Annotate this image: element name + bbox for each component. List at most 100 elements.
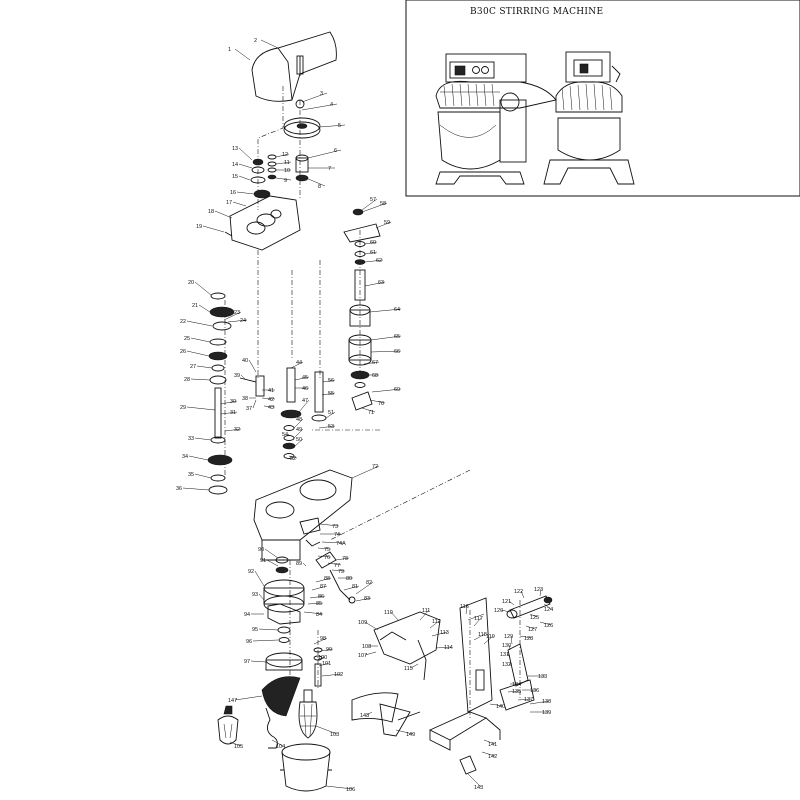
- part-number-label: 81: [352, 584, 358, 590]
- part-number-label: 142: [488, 754, 497, 760]
- part-number-label: 102: [334, 672, 343, 678]
- callout-leader: [419, 609, 430, 621]
- callout-leader: [302, 562, 307, 567]
- part-number-label: 6: [334, 148, 337, 154]
- part-number-label: 14: [232, 162, 238, 168]
- part-number-label: 54: [282, 432, 288, 438]
- part-number-label: 110: [384, 610, 393, 616]
- callout-leader: [301, 92, 328, 103]
- callout-leader: [375, 221, 392, 229]
- part-number-label: 128: [524, 636, 533, 642]
- callout-leader: [307, 602, 324, 605]
- part-number-label: 60: [370, 240, 376, 246]
- callout-leader: [275, 153, 290, 158]
- middle-shafts: [239, 367, 327, 459]
- part-number-label: 49: [296, 427, 302, 433]
- callout-leader: [258, 593, 265, 601]
- callout-leader: [232, 201, 247, 207]
- part-number-label: 137: [524, 697, 533, 703]
- part-number-label: 62: [376, 258, 382, 264]
- callout-leader: [264, 548, 279, 559]
- part-number-label: 149: [406, 732, 415, 738]
- callout-leader: [325, 411, 336, 419]
- callout-leader: [286, 433, 290, 437]
- part-number-label: 87: [320, 584, 326, 590]
- mixing-bowl: [280, 743, 332, 792]
- callout-leader: [500, 609, 511, 613]
- callout-leader: [483, 635, 494, 645]
- part-number-label: 13: [232, 146, 238, 152]
- part-number-label: 136: [530, 688, 539, 694]
- part-number-label: 129: [504, 634, 513, 640]
- part-number-label: 42: [268, 397, 274, 403]
- part-number-label: 92: [248, 569, 254, 575]
- callout-leader: [364, 281, 386, 287]
- part-number-label: 51: [328, 410, 334, 416]
- part-number-label: 99: [326, 647, 332, 653]
- part-number-label: 37: [246, 406, 252, 412]
- callout-leader: [507, 690, 520, 693]
- gear-housing-plate: [224, 195, 301, 251]
- part-number-label: 2: [254, 38, 257, 44]
- part-number-label: 84: [316, 612, 322, 618]
- callout-leader: [186, 350, 210, 357]
- part-number-label: 50: [296, 437, 302, 443]
- callout-leader: [539, 588, 542, 597]
- part-number-label: 3: [320, 91, 323, 97]
- part-number-label: 40: [242, 358, 248, 364]
- callout-leader: [248, 359, 257, 373]
- part-number-label: 132: [502, 662, 511, 668]
- part-number-label: 121: [502, 599, 511, 605]
- callout-leader: [410, 663, 419, 669]
- part-number-label: 79: [338, 569, 344, 575]
- splash-guard: [261, 676, 301, 717]
- planetary-assembly: [263, 556, 323, 687]
- part-number-label: 35: [188, 472, 194, 478]
- part-number-label: 65: [394, 334, 400, 340]
- part-number-label: 141: [488, 742, 497, 748]
- part-number-label: 134: [512, 682, 521, 688]
- callout-leader: [529, 700, 550, 705]
- callout-leader: [363, 361, 380, 365]
- callout-leader: [315, 725, 338, 735]
- part-number-label: 9: [284, 178, 287, 184]
- part-number-label: 106: [346, 787, 355, 793]
- callout-leader: [290, 361, 304, 369]
- callout-leader: [293, 428, 304, 439]
- flat-beater: [217, 705, 239, 745]
- wire-whisk: [298, 689, 318, 739]
- part-number-label: 140: [496, 704, 505, 710]
- part-number-label: 130: [502, 643, 511, 649]
- callout-leader: [335, 557, 350, 561]
- part-number-label: 30: [230, 399, 236, 405]
- part-number-label: 76: [324, 555, 330, 561]
- part-number-label: 7: [328, 166, 331, 172]
- part-number-label: 70: [378, 401, 384, 407]
- callout-leader: [220, 411, 238, 415]
- part-number-label: 96: [246, 639, 252, 645]
- callout-leader: [266, 559, 279, 567]
- part-number-label: 97: [244, 659, 250, 665]
- callout-leader: [543, 603, 552, 610]
- part-number-label: 63: [378, 280, 384, 286]
- part-number-label: 53: [328, 424, 334, 430]
- part-number-label: 108: [362, 644, 371, 650]
- part-number-label: 27: [190, 364, 196, 370]
- bowl-arm: [373, 611, 441, 681]
- callout-leader: [364, 241, 378, 245]
- callout-leader: [318, 662, 330, 667]
- part-number-label: 85: [316, 601, 322, 607]
- callout-leader: [483, 739, 496, 745]
- part-number-label: 72: [372, 464, 378, 470]
- part-number-label: 138: [542, 699, 551, 705]
- callout-leader: [182, 487, 210, 491]
- part-number-label: 147: [228, 698, 237, 704]
- callout-leader: [364, 651, 377, 656]
- diagram-title: B30C STIRRING MACHINE: [470, 7, 604, 17]
- part-number-label: 59: [384, 220, 390, 226]
- part-number-label: 17: [226, 200, 232, 206]
- callout-leader: [529, 613, 538, 618]
- side-view-machine: [543, 51, 635, 185]
- callout-leader: [364, 621, 379, 631]
- part-callouts: 1234567891011121314151617181920212223242…: [176, 38, 553, 793]
